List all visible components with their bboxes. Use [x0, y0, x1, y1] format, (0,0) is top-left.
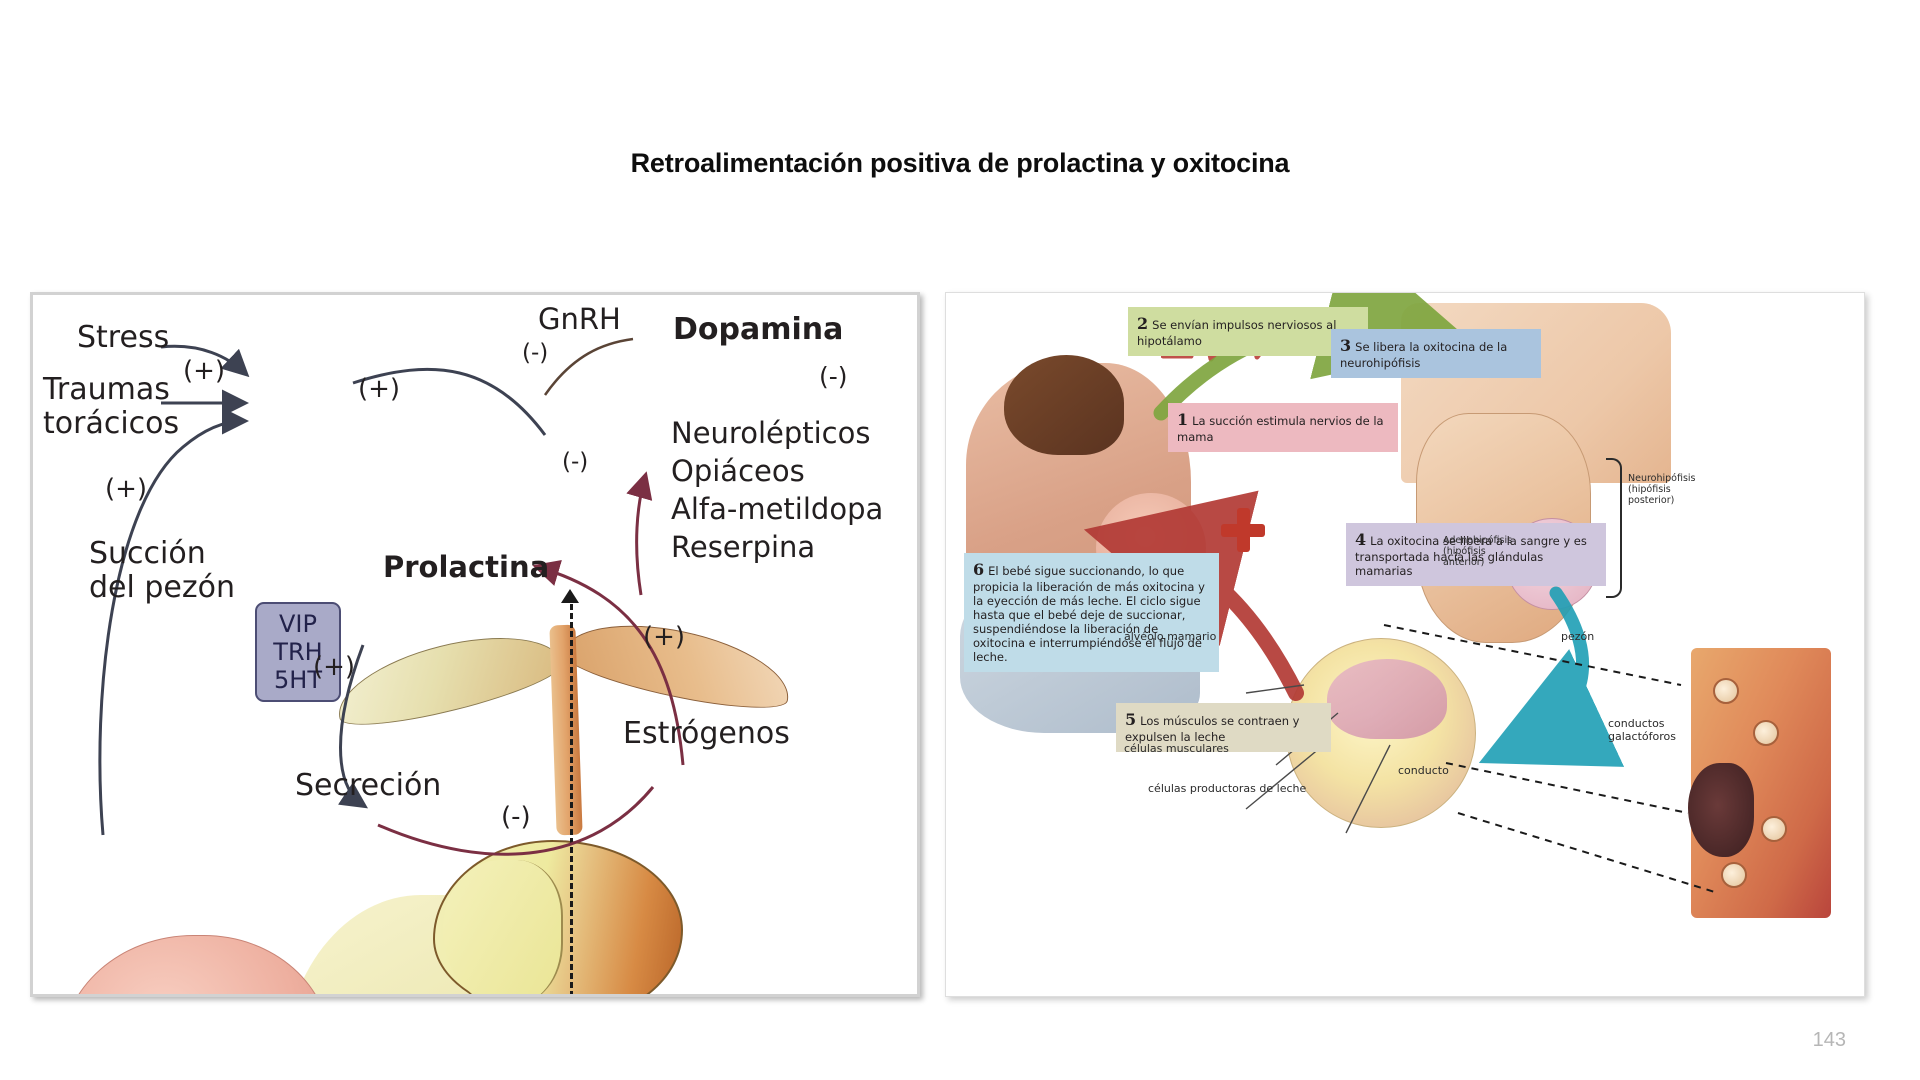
label-succion-del-pezon: Succión del pezón [89, 536, 235, 605]
label-secrecion: Secreción [295, 768, 442, 803]
label-traumas-toracicos: Traumas torácicos [43, 372, 180, 441]
inhibitor-alfa-metildopa: Alfa-metildopa [671, 492, 884, 526]
label-gnrh: GnRH [538, 302, 621, 336]
sign-stress-plus: (+) [183, 356, 226, 386]
duct-opening [1753, 720, 1779, 746]
sign-gnrh-minus: (-) [522, 340, 549, 366]
sign-estrogens-plus: (+) [643, 622, 686, 652]
label-pezon: pezón [1561, 630, 1595, 643]
sign-estrogens-minus: (-) [501, 802, 531, 832]
callout-4-number: 4 [1355, 530, 1367, 549]
duct-opening [1713, 678, 1739, 704]
duct-opening [1761, 816, 1787, 842]
neurohypophysis-brace [1606, 458, 1622, 598]
callout-6-number: 6 [973, 560, 985, 579]
callout-2-number: 2 [1137, 314, 1149, 333]
nipple-illustration [1688, 763, 1754, 857]
callout-4-text: La oxitocina se libera a la sangre y es … [1355, 534, 1587, 578]
label-neurohipofisis: Neurohipófisis (hipófisis posterior) [1628, 473, 1696, 507]
label-celulas-productoras-de-leche: células productoras de leche [1148, 782, 1307, 795]
dashed-feedback-axis [570, 595, 573, 994]
callout-1-number: 1 [1177, 410, 1189, 429]
sign-dopamine-minus: (-) [819, 362, 848, 391]
label-prolactina: Prolactina [383, 550, 550, 584]
mother-hair-illustration [1004, 355, 1124, 455]
label-conducto: conducto [1398, 764, 1449, 777]
callout-6-text: El bebé sigue succionando, lo que propic… [973, 564, 1205, 664]
label-alveolo-mamario: alvéolo mamario [1124, 630, 1217, 643]
sign-suction-plus: (+) [105, 474, 148, 504]
inhibitor-neurolepticos: Neurolépticos [671, 416, 871, 450]
inhibitor-reserpina: Reserpina [671, 530, 816, 564]
sign-secretion-plus: (+) [313, 652, 356, 682]
duct-opening [1721, 862, 1747, 888]
label-adenohipofisis: Adenohipófisis (hipófisis anterior) [1443, 535, 1513, 569]
callout-5-text: Los músculos se contraen y expulsen la l… [1125, 714, 1300, 744]
pituitary-gland-illustration [433, 840, 683, 994]
label-conductos-galactoforos: conductos galactóforos [1608, 717, 1676, 743]
left-figure-prolactin-regulation[interactable]: Stress (+) Traumas torácicos VIP TRH 5HT… [30, 292, 920, 997]
plus-sign-badge [1221, 508, 1265, 552]
callout-3-number: 3 [1340, 336, 1352, 355]
label-celulas-musculares: células musculares [1124, 742, 1229, 755]
label-estrogenos: Estrógenos [623, 716, 790, 751]
callout-1-text: La succión estimula nervios de la mama [1177, 414, 1384, 444]
hypothalamus-wing-left-illustration [328, 618, 568, 738]
vip-box-line-3: 5HT [274, 666, 322, 695]
callout-5-number: 5 [1125, 710, 1137, 729]
vip-box-line-1: VIP [279, 609, 317, 638]
page-number: 143 [1812, 1029, 1846, 1051]
baby-head-illustration [61, 935, 331, 994]
vip-box-line-2: TRH [273, 637, 323, 666]
inhibitor-opiaceos: Opiáceos [671, 454, 805, 488]
neurotransmitter-box[interactable]: VIP TRH 5HT [255, 602, 341, 702]
callout-2-text: Se envían impulsos nerviosos al hipotála… [1137, 318, 1337, 348]
sign-trh-plus: (+) [358, 374, 401, 404]
sign-stalk-minus: (-) [562, 449, 589, 475]
callout-3-text: Se libera la oxitocina de la neurohipófi… [1340, 340, 1508, 370]
page-title: Retroalimentación positiva de prolactina… [630, 148, 1290, 178]
label-stress: Stress [77, 320, 170, 355]
arrow-up-icon [561, 589, 579, 603]
label-dopamina: Dopamina [673, 312, 844, 347]
